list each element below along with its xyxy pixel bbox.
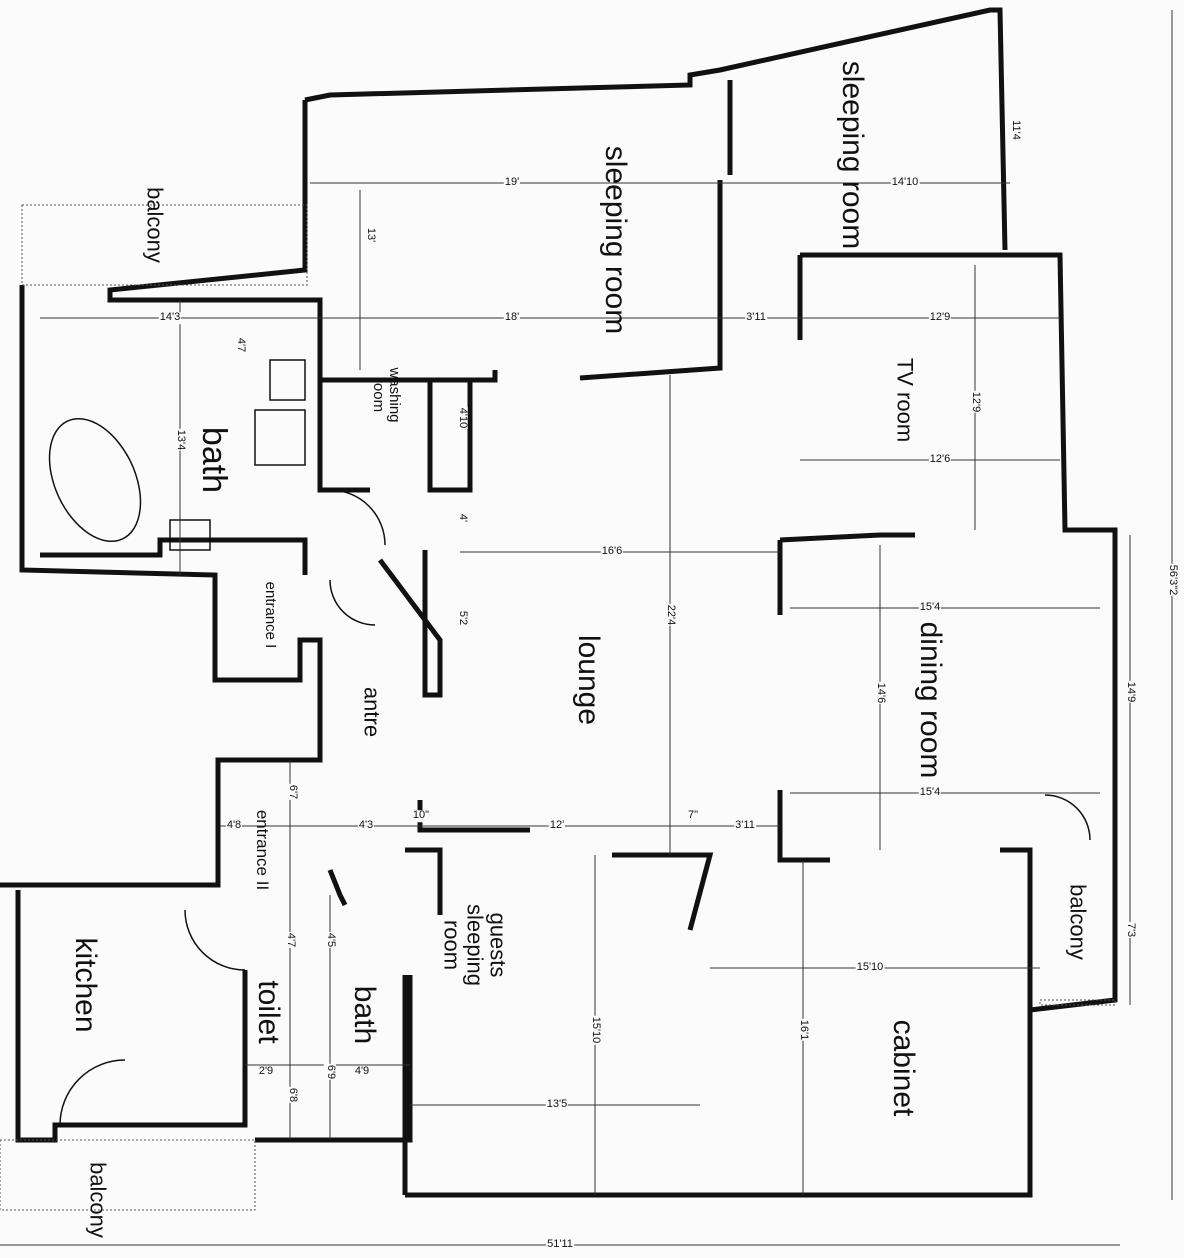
bathtub — [48, 417, 142, 543]
room-label-balcony-top: balcony — [142, 187, 168, 263]
dimension-label: 5'2 — [456, 609, 469, 627]
walls — [0, 7, 1118, 1198]
room-label-dining-room: dining room — [913, 621, 947, 779]
dimension-label: 3'11 — [734, 819, 756, 832]
dimension-label: 3'11 — [745, 311, 767, 324]
dimension-label: 12' — [548, 819, 566, 832]
dimension-label: 51'11 — [546, 1238, 574, 1251]
wall-top — [304, 7, 1008, 251]
toilet-fixture — [269, 359, 306, 401]
room-label-balcony-bottom: balcony — [85, 1162, 111, 1238]
dimension-label: 13'4 — [174, 428, 187, 452]
dimension-label: 7'3 — [1124, 921, 1137, 939]
balcony-outlines — [0, 204, 1116, 1211]
dimension-label: 4'7 — [234, 336, 247, 354]
dimension-label: 2'9 — [257, 1065, 275, 1078]
room-label-washing-room: washing room — [370, 367, 403, 423]
fixtures — [48, 359, 1091, 1126]
dimension-label: 14'9 — [1124, 680, 1137, 704]
room-label-balcony-right: balcony — [1065, 884, 1091, 960]
dimension-label: 15'4 — [918, 601, 942, 614]
room-label-guests-sleeping-room: guests sleeping room — [439, 904, 511, 986]
room-label-tv-room: TV room — [892, 357, 918, 443]
dimension-label: 7" — [686, 809, 700, 822]
dimension-label: 56'3"2 — [1166, 563, 1179, 597]
sink — [169, 519, 211, 551]
room-label-entrance-1: entrance I — [261, 581, 279, 649]
dimension-lines — [0, 10, 1173, 1246]
dimension-label: 14'10 — [890, 176, 920, 189]
dimension-label: 22'4 — [664, 603, 677, 627]
room-label-entrance-2: entrance II — [252, 809, 272, 891]
room-label-kitchen: kitchen — [68, 937, 102, 1033]
dimension-label: 4'9 — [353, 1065, 371, 1078]
dimension-label: 11'4 — [1009, 119, 1022, 141]
dimension-label: 4'5 — [324, 931, 337, 949]
room-label-toilet: toilet — [251, 980, 285, 1044]
dimension-label: 15'10 — [855, 961, 885, 974]
dimension-label: 4' — [456, 512, 469, 524]
dimension-label: 14'6 — [874, 681, 887, 705]
dimension-label: 12'9 — [928, 311, 952, 324]
room-label-antre: antre — [359, 686, 385, 738]
dimension-label: 14'3 — [158, 311, 182, 324]
dimension-label: 6'9 — [324, 1063, 337, 1081]
dimension-label: 16'1 — [797, 1018, 810, 1042]
dimension-label: 6'7 — [286, 783, 299, 801]
dimension-label: 4'7 — [284, 931, 297, 949]
dimension-label: 4'8 — [225, 819, 243, 832]
room-label-sleeping-room: sleeping room — [598, 145, 632, 335]
dimension-label: 4'3 — [357, 819, 375, 832]
dimension-label: 12'6 — [928, 453, 952, 466]
dimension-label: 10" — [411, 809, 431, 822]
dimension-label: 18' — [503, 311, 521, 324]
dimension-label: 12'9 — [969, 390, 982, 414]
dimension-label: 13' — [364, 226, 377, 244]
dimension-label: 15'4 — [918, 786, 942, 799]
dimension-label: 15'10 — [589, 1015, 602, 1045]
dimension-label: 6'8 — [286, 1086, 299, 1104]
dimension-label: 4'10 — [456, 406, 469, 430]
room-label-sleeping-room-2: sleeping room — [835, 60, 869, 250]
room-label-cabinet: cabinet — [886, 1019, 920, 1117]
dimension-label: 13'5 — [545, 1098, 569, 1111]
dimension-label: 16'6 — [600, 545, 624, 558]
door-swing — [329, 489, 386, 546]
room-label-bath-small: bath — [347, 985, 381, 1045]
room-label-bath: bath — [194, 426, 233, 494]
dimension-label: 19' — [503, 176, 521, 189]
room-label-lounge: lounge — [571, 634, 605, 726]
